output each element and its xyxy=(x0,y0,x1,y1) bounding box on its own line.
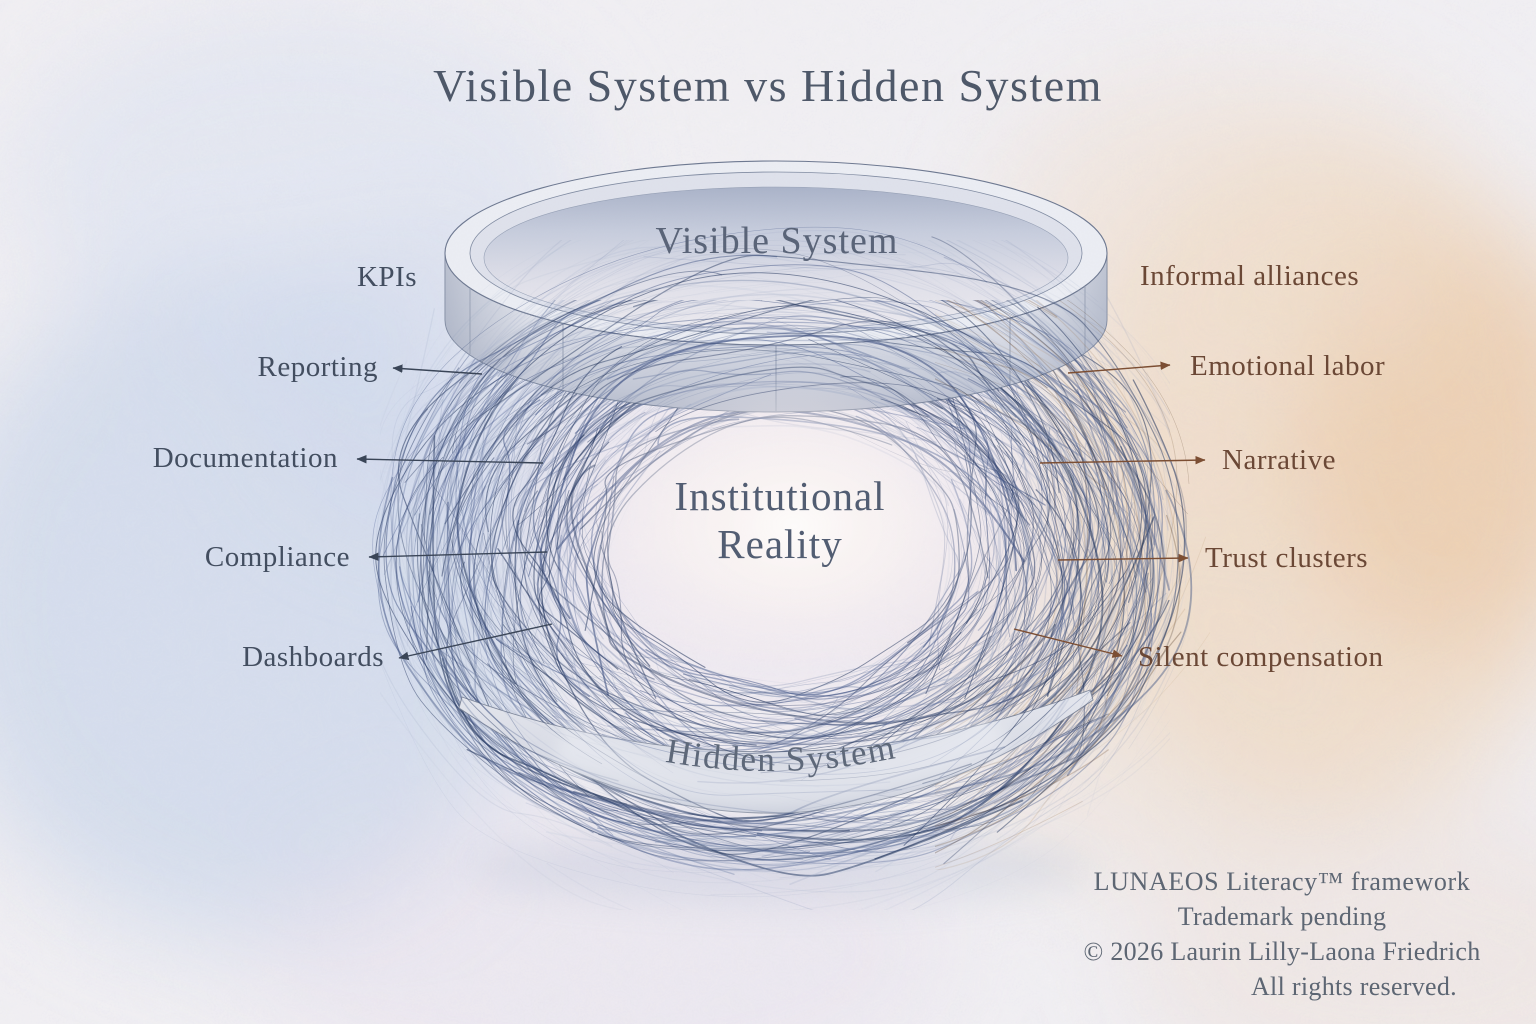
thread-tangle-front xyxy=(372,226,1193,885)
arrow-trust-clusters xyxy=(1057,553,1189,563)
thread-tangle-warm xyxy=(935,300,1211,870)
center-glow xyxy=(572,370,1008,674)
arrow-emotional-labor xyxy=(1067,361,1171,374)
thread-tangle-wisps xyxy=(380,240,1170,910)
callout-arrows xyxy=(356,361,1206,661)
arrow-narrative xyxy=(1039,455,1206,465)
band-text-halo xyxy=(550,710,1010,812)
arrow-documentation xyxy=(356,454,544,464)
ground-shadow xyxy=(472,832,1092,904)
arrow-dashboards xyxy=(398,623,553,661)
arrow-reporting xyxy=(392,364,483,375)
thread-tangle-overlap xyxy=(390,300,1167,857)
arrow-silent-compensation xyxy=(1013,628,1123,658)
arrow-compliance xyxy=(368,551,548,561)
